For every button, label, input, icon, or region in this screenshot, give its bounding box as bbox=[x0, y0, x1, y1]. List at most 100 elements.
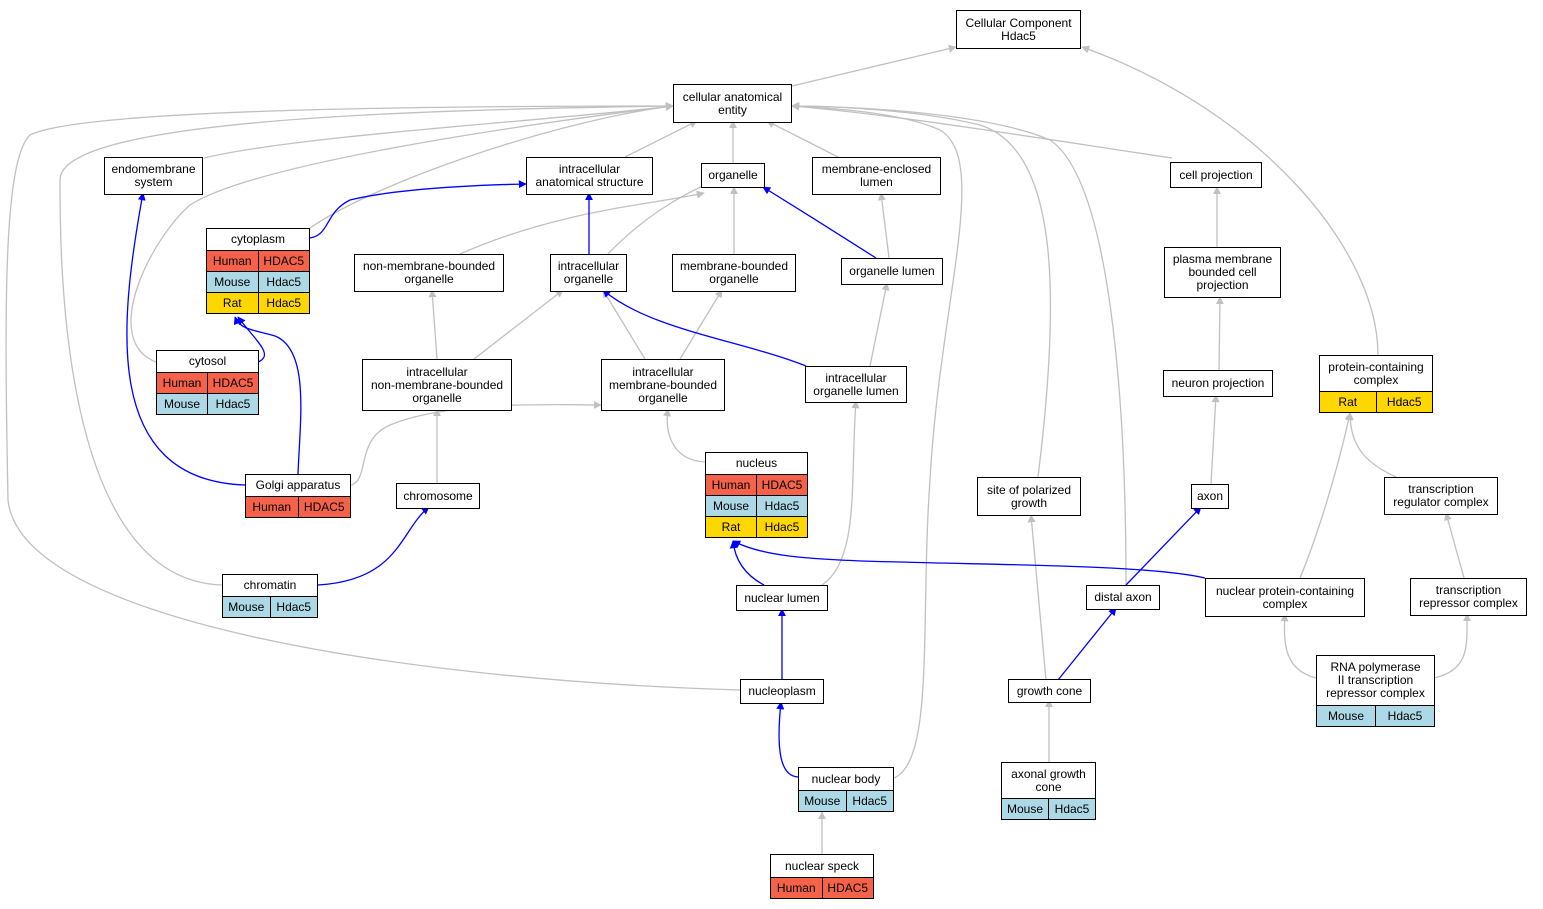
node-spg[interactable]: site of polarized growth bbox=[977, 477, 1081, 516]
node-nmbo[interactable]: non-membrane-bounded organelle bbox=[354, 254, 504, 292]
node-np[interactable]: neuron projection bbox=[1163, 370, 1273, 397]
node-nl[interactable]: nuclear lumen bbox=[736, 585, 828, 611]
node-title: Golgi apparatus bbox=[255, 478, 341, 492]
node-pmbcp[interactable]: plasma membrane bounded cell projection bbox=[1164, 247, 1281, 298]
edge-partof bbox=[237, 316, 265, 363]
node-title: organelle bbox=[708, 168, 758, 182]
gene-label: Hdac5 bbox=[756, 496, 807, 516]
species-row-human: Human HDAC5 bbox=[207, 250, 309, 271]
node-cae[interactable]: cellular anatomical entity bbox=[673, 84, 792, 123]
species-label: Mouse bbox=[214, 275, 251, 289]
edge-partof bbox=[309, 180, 527, 239]
node-title: transcription regulator complex bbox=[1393, 482, 1489, 509]
node-title: distal axon bbox=[1094, 590, 1152, 604]
node-root[interactable]: Cellular Component Hdac5 bbox=[956, 10, 1081, 49]
species-label: Mouse bbox=[804, 794, 841, 808]
node-ol[interactable]: organelle lumen bbox=[841, 258, 943, 285]
node-title: non-membrane-bounded organelle bbox=[362, 259, 496, 286]
node-title: chromatin bbox=[243, 578, 297, 592]
edge-isa bbox=[791, 102, 1127, 586]
edge-isa bbox=[1215, 296, 1224, 371]
node-inmbo[interactable]: intracellular non-membrane-bounded organ… bbox=[362, 359, 512, 411]
node-trepc[interactable]: transcription repressor complex bbox=[1410, 578, 1527, 616]
node-mbo[interactable]: membrane-bounded organelle bbox=[672, 254, 796, 292]
gene-label: HDAC5 bbox=[297, 497, 351, 517]
node-title: nuclear protein-containing complex bbox=[1215, 583, 1355, 611]
gene-label: Hdac5 bbox=[756, 517, 807, 537]
edge-partof bbox=[233, 316, 302, 475]
edge-isa bbox=[791, 44, 957, 87]
species-row-human: Human HDAC5 bbox=[246, 496, 350, 517]
node-organelle[interactable]: organelle bbox=[701, 163, 765, 188]
edge-isa bbox=[428, 289, 438, 360]
node-title: nucleoplasm bbox=[748, 684, 816, 698]
edge-isa bbox=[59, 102, 674, 586]
gene-label: Hdac5 bbox=[1048, 799, 1095, 819]
node-trc[interactable]: transcription regulator complex bbox=[1384, 477, 1498, 515]
gene-label: HDAC5 bbox=[756, 475, 807, 495]
edge-isa bbox=[663, 408, 706, 463]
edge-isa bbox=[1433, 613, 1472, 679]
node-axon[interactable]: axon bbox=[1191, 484, 1229, 509]
node-title: RNA polymerase II transcription represso… bbox=[1326, 660, 1425, 700]
node-da[interactable]: distal axon bbox=[1086, 585, 1160, 610]
edge-isa bbox=[766, 120, 839, 158]
species-label: Rat bbox=[721, 520, 741, 534]
node-imbo[interactable]: intracellular membrane-bounded organelle bbox=[601, 359, 725, 411]
species-label: Human bbox=[212, 254, 252, 268]
node-title: nuclear lumen bbox=[744, 590, 820, 605]
species-label: Mouse bbox=[1327, 709, 1365, 723]
node-iol[interactable]: intracellular organelle lumen bbox=[805, 366, 907, 403]
edge-isa bbox=[791, 102, 1173, 159]
node-title: intracellular organelle bbox=[557, 259, 620, 286]
node-ias[interactable]: intracellular anatomical structure bbox=[526, 157, 653, 195]
edge-isa bbox=[473, 289, 564, 360]
edge-isa bbox=[624, 120, 698, 158]
node-title: cellular anatomical entity bbox=[682, 89, 783, 117]
node-chromosome[interactable]: chromosome bbox=[396, 483, 480, 509]
node-title: nuclear speck bbox=[784, 858, 860, 873]
edge-partof bbox=[126, 192, 246, 486]
edge-isa bbox=[130, 102, 674, 363]
node-nucleoplasm[interactable]: nucleoplasm bbox=[740, 679, 824, 704]
edge-isa bbox=[459, 190, 705, 255]
node-title: intracellular membrane-bounded organelle bbox=[608, 364, 718, 405]
species-row-mouse: Mouse Hdac5 bbox=[706, 495, 807, 516]
node-rnap[interactable]: RNA polymerase II transcription represso… bbox=[1316, 655, 1435, 727]
edge-partof bbox=[317, 506, 430, 586]
node-title: cytoplasm bbox=[230, 232, 286, 246]
node-npcc[interactable]: nuclear protein-containing complex bbox=[1205, 578, 1365, 617]
edge-isa bbox=[309, 102, 674, 229]
node-title: membrane-bounded organelle bbox=[679, 259, 789, 286]
species-label: Mouse bbox=[712, 499, 750, 513]
node-gc[interactable]: growth cone bbox=[1008, 679, 1091, 703]
edge-partof bbox=[602, 289, 807, 367]
node-cellproj[interactable]: cell projection bbox=[1170, 162, 1262, 188]
edge-isa bbox=[679, 289, 723, 360]
gene-label: HDAC5 bbox=[257, 251, 310, 271]
node-mel[interactable]: membrane-enclosed lumen bbox=[812, 157, 941, 195]
gene-label: Hdac5 bbox=[1375, 706, 1434, 726]
edge-isa bbox=[203, 102, 674, 159]
node-title: chromosome bbox=[403, 488, 473, 503]
node-title: site of polarized growth bbox=[986, 482, 1072, 510]
node-title: organelle lumen bbox=[849, 264, 935, 278]
gene-label: Hdac5 bbox=[1375, 392, 1433, 412]
node-io[interactable]: intracellular organelle bbox=[550, 254, 627, 292]
node-endo[interactable]: endomembrane system bbox=[104, 157, 203, 195]
edge-isa bbox=[602, 289, 646, 360]
node-title: nucleus bbox=[735, 456, 778, 470]
species-label: Human bbox=[252, 500, 292, 514]
